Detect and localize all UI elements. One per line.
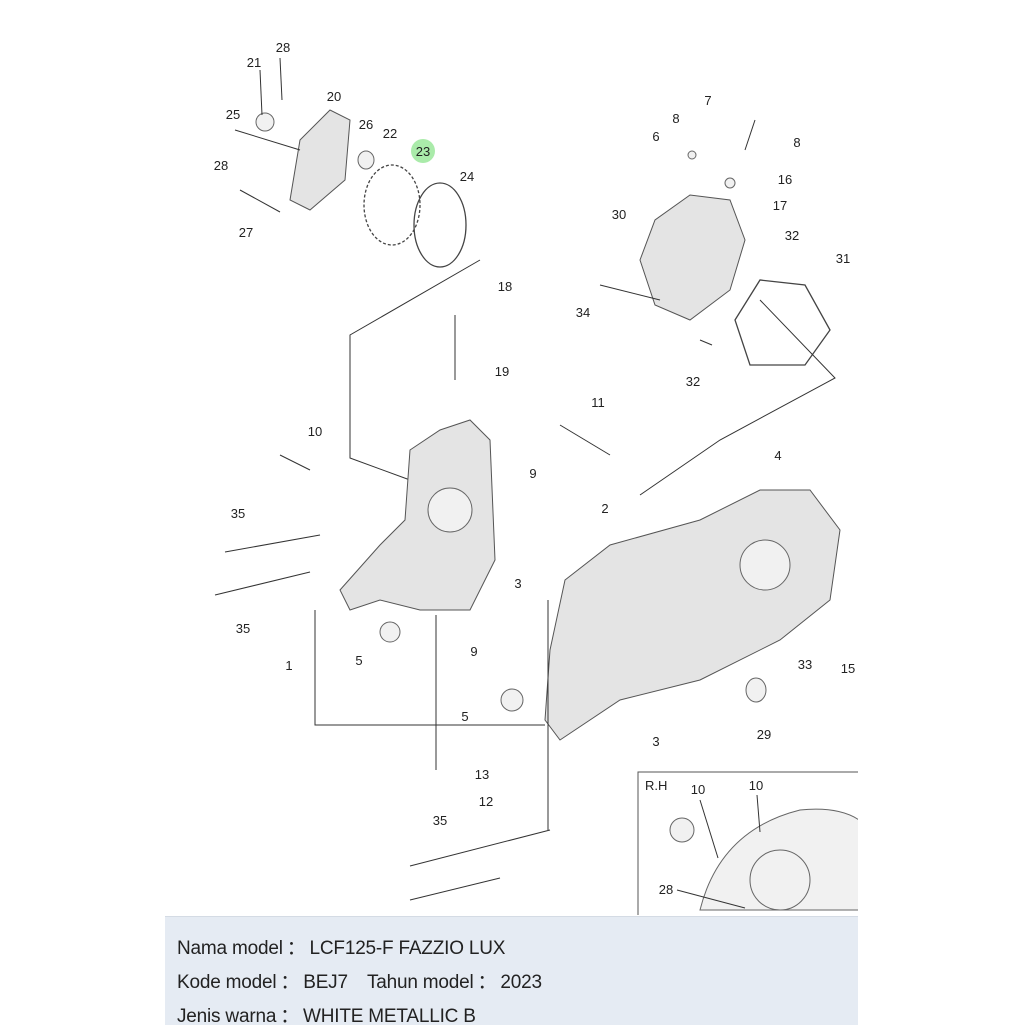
crankcase-left: [214, 315, 611, 770]
crankcase-cover-right: [599, 119, 831, 366]
callout[interactable]: 21: [247, 55, 261, 70]
callout[interactable]: 10: [691, 782, 705, 797]
highlight-marker: [411, 139, 435, 163]
gasket-24: [413, 182, 467, 268]
model-code-label: Kode model: [177, 972, 277, 993]
callout[interactable]: 16: [778, 172, 792, 187]
callout[interactable]: 5: [355, 653, 362, 668]
inset-title: R.H: [645, 778, 667, 793]
separator: ：: [280, 1006, 299, 1027]
callout[interactable]: 24: [460, 169, 474, 184]
callout[interactable]: 15: [841, 661, 855, 676]
callout[interactable]: 9: [529, 466, 536, 481]
model-name-value: LCF125-F FAZZIO LUX: [309, 938, 506, 959]
inset-rh: R.H: [637, 771, 858, 915]
callout[interactable]: 11: [591, 395, 605, 410]
callout[interactable]: 32: [686, 374, 700, 389]
callout[interactable]: 28: [659, 882, 673, 897]
callout[interactable]: 33: [798, 657, 812, 672]
callout[interactable]: 26: [359, 117, 373, 132]
callout[interactable]: 35: [433, 813, 447, 828]
callout[interactable]: 20: [327, 89, 341, 104]
callout[interactable]: 29: [757, 727, 771, 742]
model-year-value: 2023: [500, 972, 542, 993]
callout[interactable]: 8: [793, 135, 800, 150]
callout[interactable]: 13: [475, 767, 489, 782]
callout[interactable]: 17: [773, 198, 787, 213]
crankcase-right: [409, 489, 841, 901]
callout[interactable]: 3: [652, 734, 659, 749]
callout[interactable]: 18: [498, 279, 512, 294]
callout[interactable]: 7: [704, 93, 711, 108]
model-info-panel: Nama model：LCF125-F FAZZIO LUX Kode mode…: [165, 916, 858, 1028]
callout[interactable]: 27: [239, 225, 253, 240]
separator: ：: [477, 972, 497, 993]
callout[interactable]: 22: [383, 126, 397, 141]
callout[interactable]: 25: [226, 107, 240, 122]
callout[interactable]: 10: [749, 778, 763, 793]
callout[interactable]: 30: [612, 207, 626, 222]
model-code-value: BEJ7: [303, 972, 348, 993]
crankcase-cover-left: [234, 57, 375, 213]
callout[interactable]: 2: [601, 501, 608, 516]
callout[interactable]: 19: [495, 364, 509, 379]
callout[interactable]: 9: [470, 644, 477, 659]
callout[interactable]: 35: [231, 506, 245, 521]
callout[interactable]: 31: [836, 251, 850, 266]
separator: ：: [280, 972, 300, 993]
color-label: Jenis warna: [177, 1006, 277, 1027]
callout[interactable]: 12: [479, 794, 493, 809]
callout[interactable]: 5: [461, 709, 468, 724]
callout[interactable]: 8: [672, 111, 679, 126]
model-code-row: Kode model：BEJ7 Tahun model：2023: [177, 967, 542, 994]
callout[interactable]: 4: [774, 448, 781, 463]
callout-highlighted[interactable]: 23: [416, 144, 430, 159]
model-name-row: Nama model：LCF125-F FAZZIO LUX: [177, 933, 505, 960]
parts-diagram: R.H 28 21 20 25 26 22 23 28 24 27 7 8 6 …: [214, 40, 858, 915]
callout-labels: 28 21 20 25 26 22 23 28 24 27 7 8 6 8 16…: [214, 40, 855, 897]
callout[interactable]: 28: [276, 40, 290, 55]
color-value: WHITE METALLIC B: [303, 1006, 476, 1027]
callout[interactable]: 6: [652, 129, 659, 144]
model-name-label: Nama model: [177, 938, 283, 959]
callout[interactable]: 1: [285, 658, 292, 673]
callout[interactable]: 10: [308, 424, 322, 439]
callout[interactable]: 32: [785, 228, 799, 243]
callout[interactable]: 3: [514, 576, 521, 591]
model-year-label: Tahun model: [366, 972, 474, 993]
callout[interactable]: 35: [236, 621, 250, 636]
callout[interactable]: 28: [214, 158, 228, 173]
o-ring-23: [363, 164, 421, 246]
separator: ：: [286, 938, 306, 959]
color-row: Jenis warna：WHITE METALLIC B: [177, 1001, 476, 1028]
callout[interactable]: 34: [576, 305, 590, 320]
